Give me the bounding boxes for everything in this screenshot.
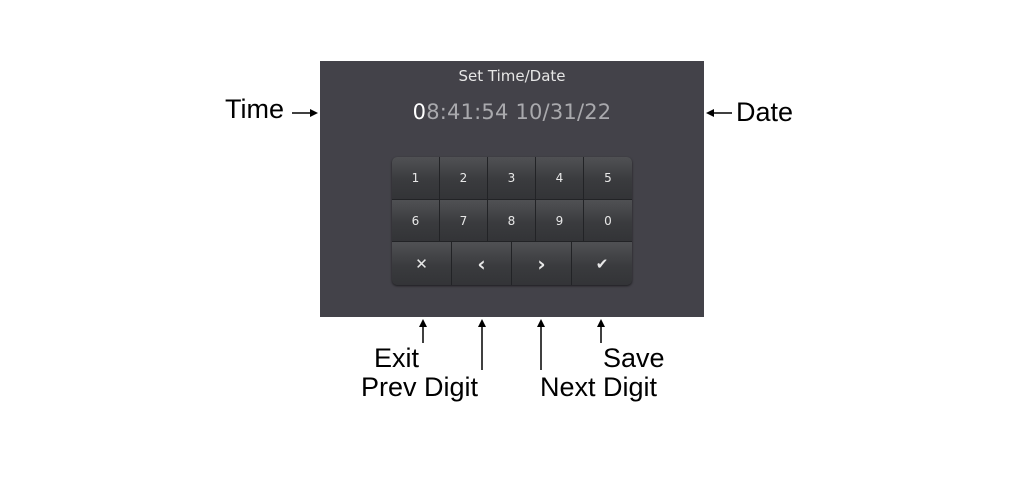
next-digit-annotation: Next Digit	[540, 372, 658, 402]
key-2[interactable]: 2	[440, 157, 488, 200]
key-6[interactable]: 6	[392, 200, 440, 242]
key-8[interactable]: 8	[488, 200, 536, 242]
prev-digit-annotation: Prev Digit	[361, 372, 479, 402]
screen-title: Set Time/Date	[458, 67, 566, 85]
key-7[interactable]: 7	[440, 200, 488, 242]
prev-digit-button[interactable]: ‹	[452, 242, 512, 285]
key-0[interactable]: 0	[584, 200, 632, 242]
time-value[interactable]: 8:41:54	[426, 100, 509, 124]
key-4[interactable]: 4	[536, 157, 584, 200]
key-5[interactable]: 5	[584, 157, 632, 200]
save-button[interactable]: ✔	[572, 242, 632, 285]
exit-button[interactable]: ✕	[392, 242, 452, 285]
exit-annotation: Exit	[374, 343, 420, 373]
date-annotation: Date	[736, 97, 794, 127]
checkmark-icon: ✔	[595, 254, 609, 273]
date-value[interactable]: 10/31/22	[515, 100, 612, 124]
chevron-right-icon: ›	[537, 251, 546, 276]
active-digit[interactable]: 0	[412, 100, 427, 124]
next-digit-button[interactable]: ›	[512, 242, 572, 285]
time-annotation: Time	[225, 94, 284, 124]
keypad: 1 2 3 4 5 6 7 8 9 0 ✕ ‹ › ✔	[392, 157, 632, 285]
close-icon: ✕	[415, 254, 428, 273]
time-date-display: 08:41:54 10/31/22	[320, 100, 704, 124]
device-screen: Set Time/Date 08:41:54 10/31/22 1 2 3 4 …	[320, 61, 704, 317]
key-3[interactable]: 3	[488, 157, 536, 200]
save-annotation: Save	[603, 343, 665, 373]
key-1[interactable]: 1	[392, 157, 440, 200]
key-9[interactable]: 9	[536, 200, 584, 242]
chevron-left-icon: ‹	[477, 251, 486, 276]
